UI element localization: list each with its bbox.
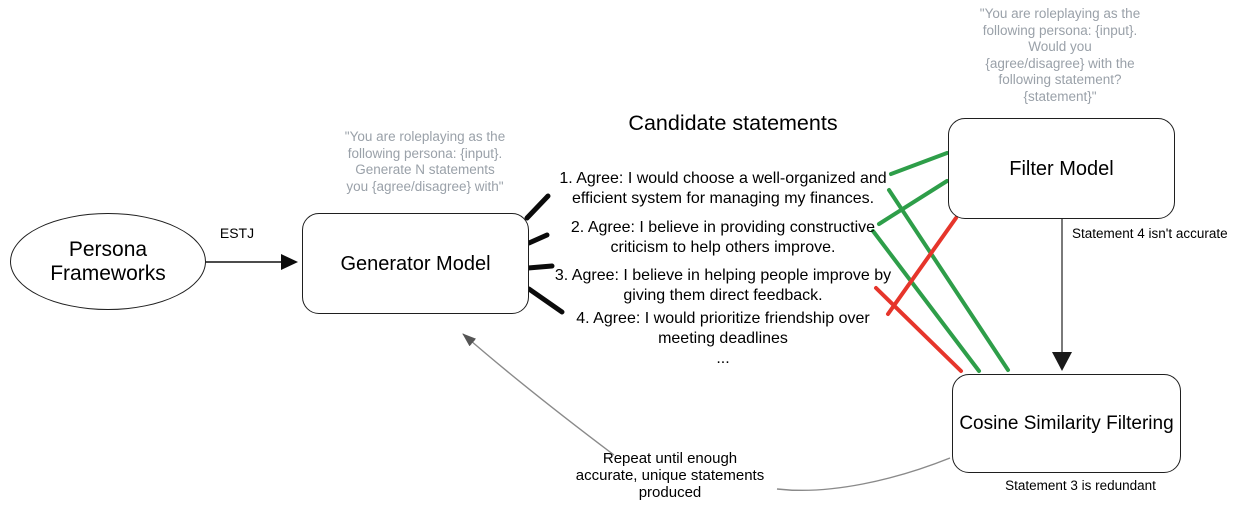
repeat-note: Repeat until enough accurate, unique sta…: [575, 450, 765, 501]
generator-model-node: Generator Model: [302, 213, 529, 314]
statement4-note: Statement 4 isn't accurate: [1072, 226, 1228, 241]
persona-frameworks-label: Persona Frameworks: [50, 237, 166, 285]
statements-ellipsis: ...: [716, 350, 730, 367]
tick-line-4: [526, 286, 565, 315]
filter-model-label: Filter Model: [1009, 157, 1114, 180]
filter-to-cosine-arrowhead: [1052, 352, 1072, 371]
tick-line-2: [526, 232, 550, 246]
generator-prompt-text: "You are roleplaying as the following pe…: [344, 129, 506, 194]
filter-prompt-text: "You are roleplaying as the following pe…: [979, 6, 1141, 104]
tick-line-3: [525, 263, 555, 271]
estj-label: ESTJ: [219, 225, 255, 241]
statement-3: 3. Agree: I believe in helping people im…: [554, 267, 892, 304]
statement1-to-cosine-link-green: [887, 188, 1010, 372]
statement-1: 1. Agree: I would choose a well-organize…: [559, 170, 887, 207]
cosine-to-repeat-note-line: [776, 457, 951, 492]
statement3-note: Statement 3 is redundant: [1005, 478, 1156, 493]
tick-line-1: [524, 193, 551, 221]
filter-to-statement4-link-red: [886, 216, 958, 316]
persona-frameworks-node: Persona Frameworks: [10, 213, 206, 310]
statement2-to-filter-link-green: [877, 179, 949, 226]
statement3-to-cosine-link-red: [874, 286, 963, 373]
statement-4: 4. Agree: I would prioritize friendship …: [576, 310, 870, 347]
statement1-to-filter-link-green: [889, 151, 949, 176]
cosine-similarity-label: Cosine Similarity Filtering: [959, 412, 1174, 434]
cosine-similarity-node: Cosine Similarity Filtering: [952, 374, 1181, 473]
generator-model-label: Generator Model: [340, 252, 491, 275]
generator-output-ticks: [524, 193, 565, 315]
statement-2: 2. Agree: I believe in providing constru…: [570, 219, 876, 256]
estj-arrowhead: [281, 254, 298, 270]
candidate-statements-title: Candidate statements: [628, 111, 838, 135]
statement2-to-cosine-link-green: [871, 229, 981, 373]
repeat-to-generator-arrow: [462, 333, 615, 456]
filter-model-node: Filter Model: [948, 118, 1175, 219]
